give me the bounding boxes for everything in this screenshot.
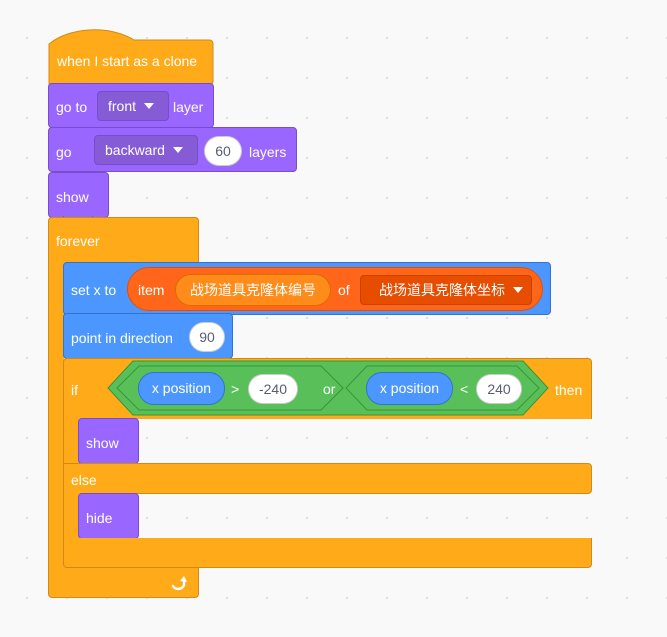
left-compare-input[interactable]: -240	[248, 374, 298, 404]
item-label: item	[138, 282, 165, 298]
layers-amount-input[interactable]: 60	[204, 136, 242, 166]
direction-dropdown[interactable]: backward	[94, 135, 198, 165]
hide-inner-label: hide	[86, 510, 113, 526]
less-than-symbol: <	[460, 381, 469, 397]
item-index-variable[interactable]: 战场道具克隆体编号	[175, 274, 331, 306]
list-dropdown[interactable]: 战场道具克隆体坐标	[360, 275, 532, 305]
forever-block-footer	[48, 567, 199, 598]
forever-block-arm	[48, 262, 64, 568]
loop-arrow-icon	[171, 576, 187, 591]
point-in-direction-label: point in direction	[71, 330, 173, 346]
dropdown-caret-icon	[172, 147, 183, 153]
set-x-block[interactable]: set x to item 战场道具克隆体编号 of 战场道具克隆体坐标	[63, 262, 551, 315]
if-block-arm-lower	[63, 493, 80, 539]
point-in-direction-block[interactable]: point in direction 90	[63, 313, 233, 359]
else-label: else	[71, 472, 97, 488]
layer-label: layer	[173, 99, 204, 115]
show-inner-label: show	[86, 435, 119, 451]
greater-than-symbol: >	[231, 381, 240, 397]
forever-label: forever	[56, 233, 100, 249]
show-label: show	[56, 189, 89, 205]
when-i-start-as-clone-block[interactable]: when I start as a clone	[48, 26, 214, 86]
go-to-layer-block[interactable]: go to front layer	[48, 83, 214, 128]
if-block-arm-upper	[63, 418, 80, 464]
layers-label: layers	[249, 144, 287, 160]
show-inner-block[interactable]: show	[78, 418, 139, 464]
item-of-list-reporter[interactable]: item 战场道具克隆体编号 of 战场道具克隆体坐标	[127, 267, 543, 311]
direction-input[interactable]: 90	[189, 322, 225, 352]
show-block[interactable]: show	[48, 172, 109, 218]
or-label: or	[323, 381, 336, 397]
of-label: of	[338, 282, 350, 298]
go-label: go	[56, 144, 72, 160]
hat-label: when I start as a clone	[57, 53, 198, 69]
go-to-label: go to	[56, 99, 88, 115]
if-label: if	[71, 382, 78, 398]
right-compare-input[interactable]: 240	[476, 374, 522, 404]
layer-dropdown[interactable]: front	[97, 91, 169, 121]
layer-dropdown-value: front	[108, 98, 137, 114]
else-section: else	[63, 463, 592, 494]
go-layers-block[interactable]: go backward 60 layers	[48, 127, 297, 172]
list-dropdown-value: 战场道具克隆体坐标	[379, 282, 505, 298]
set-x-label: set x to	[71, 282, 117, 298]
if-else-footer	[63, 538, 592, 568]
dropdown-caret-icon	[144, 103, 155, 109]
dropdown-caret-icon	[513, 287, 523, 293]
hide-inner-block[interactable]: hide	[78, 493, 139, 539]
forever-block[interactable]: forever	[48, 217, 199, 263]
direction-dropdown-value: backward	[105, 142, 165, 158]
x-position-reporter-left[interactable]: x position	[138, 372, 225, 405]
x-position-reporter-right[interactable]: x position	[366, 372, 453, 405]
then-label: then	[555, 382, 583, 398]
